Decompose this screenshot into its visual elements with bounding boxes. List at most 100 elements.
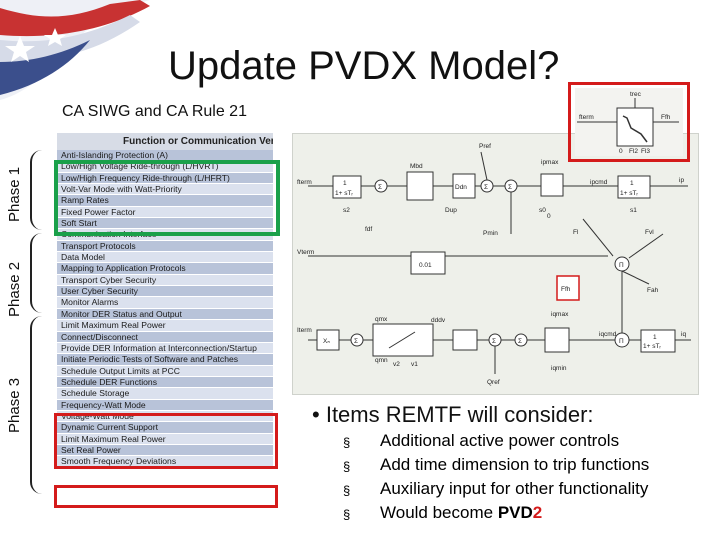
diagram-label-s1b-bottom: 1+ sTᵣ <box>643 343 661 350</box>
table-row: Soft Start <box>57 218 273 230</box>
diagram-label-s0: s0 <box>539 207 546 214</box>
diagram-label-sum-2: Σ <box>484 184 488 191</box>
trip-inset-diagram: trec fterm Ffh 0 Fl2 Fl3 <box>575 88 683 156</box>
inset-label-fl3: Fl3 <box>641 148 650 155</box>
diagram-label-ddn: Ddn <box>455 184 467 191</box>
diagram-label-pi-2: Π <box>619 338 624 345</box>
control-block-diagram: Pref fterm 1 1+ sTᵣ s2 Mbd Ddn Dup Σ Σ Σ… <box>292 133 699 395</box>
diagram-label-pmin: Pmin <box>483 230 498 237</box>
diagram-label-fl: Fl <box>573 229 579 236</box>
diagram-label-sum-5: Σ <box>492 338 496 345</box>
table-row: Schedule Output Limits at PCC <box>57 365 273 377</box>
diagram-label-ipmax: ipmax <box>541 159 559 166</box>
block-diagram-svg: Pref fterm 1 1+ sTᵣ s2 Mbd Ddn Dup Σ Σ Σ… <box>297 143 691 386</box>
bullet-section: • Items REMTF will consider: <box>312 402 594 428</box>
diagram-label-iterm: Iterm <box>297 327 312 334</box>
diagram-label-k001: 0.01 <box>419 262 432 269</box>
sub-bullet-4-prefix: Would become <box>380 503 498 522</box>
diagram-label-mbd: Mbd <box>410 163 423 170</box>
diagram-label-fah: Fah <box>647 287 659 294</box>
phase-2-label: Phase 2 <box>6 261 23 317</box>
diagram-label-s1a: 1 <box>343 180 347 187</box>
inset-label-trec: trec <box>630 91 642 98</box>
table-row: Ramp Rates <box>57 195 273 207</box>
table-row: Connect/Disconnect <box>57 331 273 343</box>
diagram-label-s1b-right: 1+ sTᵣ <box>620 190 638 197</box>
flag-logo <box>0 0 150 100</box>
table-header: Function or Communication Verification <box>57 133 273 150</box>
diagram-label-sum-3: Σ <box>508 184 512 191</box>
table-row: Initiate Periodic Tests of Software and … <box>57 354 273 366</box>
diagram-label-fterm: fterm <box>297 179 312 186</box>
table-row: Set Real Power <box>57 444 273 457</box>
diagram-label-pref: Pref <box>479 143 491 150</box>
diagram-label-qmx: qmx <box>375 316 388 323</box>
table-row: Schedule DER Functions <box>57 376 273 389</box>
diagram-label-vterm: Vterm <box>297 249 314 256</box>
diagram-label-iqmax: iqmax <box>551 311 569 318</box>
diagram-label-fvl: Fvl <box>645 229 654 236</box>
phase-1-brace <box>30 150 46 230</box>
diagram-label-dup: Dup <box>445 207 457 214</box>
diagram-label-ffh: Ffh <box>561 286 571 293</box>
diagram-label-fdf: fdf <box>365 226 372 233</box>
diagram-label-zero: 0 <box>547 213 551 220</box>
bullet-glyph: • <box>312 402 320 427</box>
table-row: Transport Cyber Security <box>57 274 273 287</box>
sub-bullet-2: Add time dimension to trip functions <box>380 455 650 474</box>
phase-3-label: Phase 3 <box>6 377 23 433</box>
advanced-functions-highlight-box <box>54 413 278 469</box>
diagram-label-v2: v2 <box>393 361 400 368</box>
diagram-label-sum-4: Σ <box>354 338 358 345</box>
main-bullet: • Items REMTF will consider: <box>312 402 594 428</box>
phase-1-label: Phase 1 <box>6 166 23 222</box>
inset-label-ffh: Ffh <box>661 114 671 121</box>
diagram-label-dddv: dddv <box>431 317 446 324</box>
diagram-label-v1: v1 <box>411 361 418 368</box>
diagram-label-qmn: qmn <box>375 357 388 364</box>
main-bullet-text: Items REMTF will consider: <box>325 402 594 427</box>
sub-bullet-4: Would become PVD2 <box>380 503 542 523</box>
diagram-label-s2: s2 <box>343 207 350 214</box>
diagram-label-xn: Xₙ <box>323 338 330 345</box>
table-row: Fixed Power Factor <box>57 206 273 219</box>
sub-bullet-glyph-3: § <box>343 483 351 498</box>
slide-subtitle: CA SIWG and CA Rule 21 <box>62 103 247 120</box>
phase-3-brace <box>30 316 46 494</box>
diagram-label-s1a-right: 1 <box>630 180 634 187</box>
slide-title: Update PVDX Model? <box>168 44 560 88</box>
table-row: Dynamic Current Support <box>57 422 273 434</box>
sub-bullet-3: Auxiliary input for other functionality <box>380 479 649 498</box>
table-row: Transport Protocols <box>57 240 273 253</box>
table-row: Monitor DER Status and Output <box>57 308 273 321</box>
sub-bullet-glyph-2: § <box>343 459 351 474</box>
inset-label-fterm: fterm <box>579 114 594 121</box>
smooth-frequency-highlight-box <box>54 485 278 508</box>
phase-2-brace <box>30 233 46 313</box>
diagram-label-iqmin: iqmin <box>551 365 567 372</box>
diagram-label-s1a-bottom: 1 <box>653 334 657 341</box>
diagram-label-iqcmd: iqcmd <box>599 331 617 338</box>
diagram-label-ipcmd: ipcmd <box>590 179 608 186</box>
inset-highlight-box <box>568 82 690 162</box>
sub-bullet-glyph-1: § <box>343 435 351 450</box>
diagram-label-s1b: 1+ sTᵣ <box>335 190 353 197</box>
table-row: Mapping to Application Protocols <box>57 263 273 275</box>
diagram-label-iq: iq <box>681 331 686 338</box>
table-row: Data Model <box>57 252 273 264</box>
diagram-label-qref: Qref <box>487 379 500 386</box>
table-row: Provide DER Information at Interconnecti… <box>57 342 273 355</box>
inset-label-fl2: Fl2 <box>629 148 638 155</box>
sub-bullet-1: Additional active power controls <box>380 431 620 450</box>
diagram-label-sum-1: Σ <box>378 184 382 191</box>
table-row: Low/High Voltage Ride-through (L/HVRT) <box>57 161 273 173</box>
table-row: Low/High Frequency Ride-through (L/HFRT) <box>57 172 273 185</box>
trip-inset-svg: trec fterm Ffh 0 Fl2 Fl3 <box>577 91 679 155</box>
inset-label-zero: 0 <box>619 148 623 155</box>
table-row: Frequency-Watt Mode <box>57 399 273 411</box>
table-row: Monitor Alarms <box>57 297 273 309</box>
sub-bullet-glyph-4: § <box>343 507 351 522</box>
diagram-label-sum-6: Σ <box>518 338 522 345</box>
table-row: User Cyber Security <box>57 286 273 298</box>
sub-bullet-4-pvd: PVD <box>497 503 533 522</box>
